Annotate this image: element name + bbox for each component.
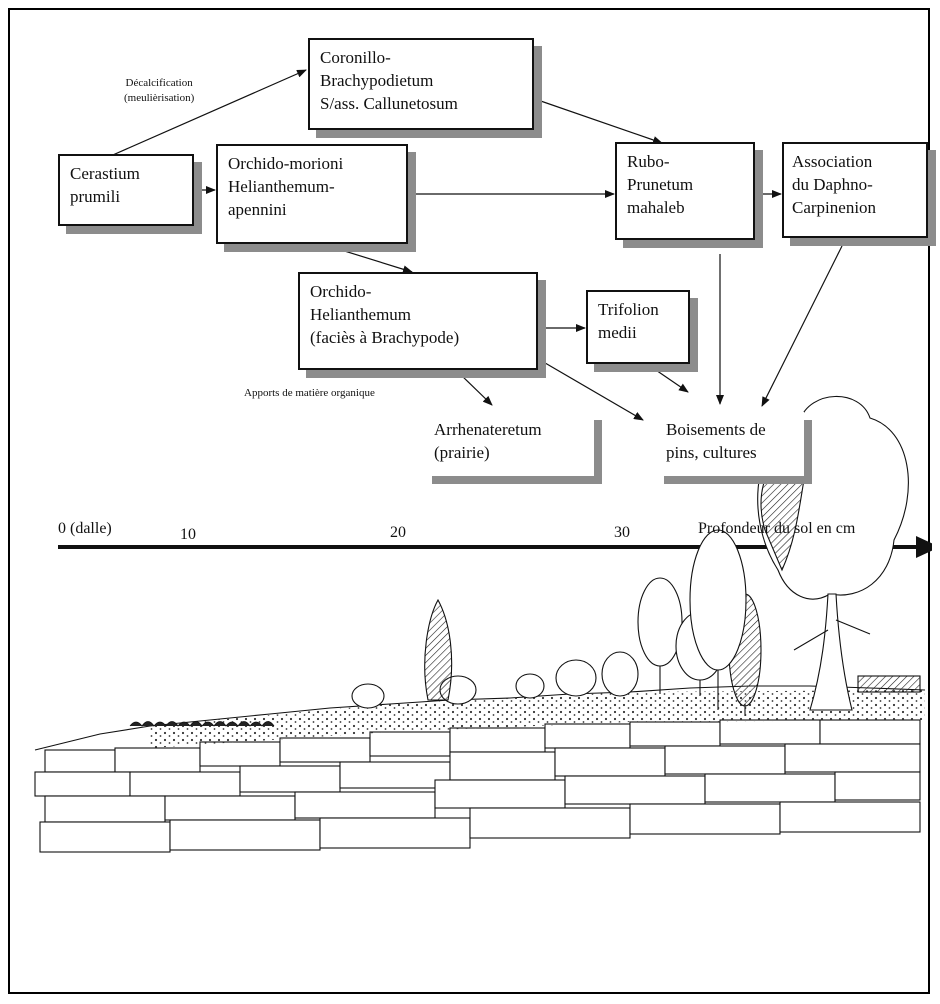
axis-origin-label: 0 (dalle) [58, 520, 112, 537]
figure-frame: Décalcification (meulièrisation) Apports… [8, 8, 932, 994]
arrow-orchido-helianthemum-arrhenateretum [459, 373, 493, 406]
axis-title: Profondeur du sol en cm [698, 520, 856, 537]
annotation-decalcification: Décalcification (meulièrisation) [124, 77, 195, 104]
arrow-orchido-morioni-orchido-helianthemum [321, 243, 413, 274]
node-boisements: Boisements de pins, cultures [656, 412, 804, 476]
node-trifolion-medii: Trifolion medii [586, 290, 690, 364]
axis-tick-label: 30 [614, 524, 630, 541]
axis-tick-label: 20 [390, 524, 406, 541]
node-orchido-helianthemum: Orchido- Helianthemum (faciès à Brachypo… [298, 272, 538, 370]
annotation-organic-matter: Apports de matière organique [244, 387, 375, 399]
arrow-trifolion-boisements [649, 365, 689, 393]
node-orchido-morioni: Orchido-morioni Helianthemum- apennini [216, 144, 408, 244]
arrow-coronillo-rubo [531, 97, 663, 144]
arrow-association-boisements [761, 245, 843, 407]
diagram-canvas [34, 69, 932, 853]
node-association-daphno-carpinenion: Association du Daphno- Carpinenion [782, 142, 928, 238]
arrow-orchido-helianthemum-boisements [539, 359, 644, 421]
node-cerastium-prumili: Cerastium prumili [58, 154, 194, 226]
node-coronillo-brachypodietum: Coronillo- Brachypodietum S/ass. Callune… [308, 38, 534, 130]
axis-tick-label: 10 [180, 526, 196, 543]
arrow-cerastium-coronillo [105, 69, 307, 159]
landscape-illustration [34, 396, 926, 853]
node-rubo-prunetum: Rubo- Prunetum mahaleb [615, 142, 755, 240]
node-arrhenateretum: Arrhenateretum (prairie) [424, 412, 594, 476]
